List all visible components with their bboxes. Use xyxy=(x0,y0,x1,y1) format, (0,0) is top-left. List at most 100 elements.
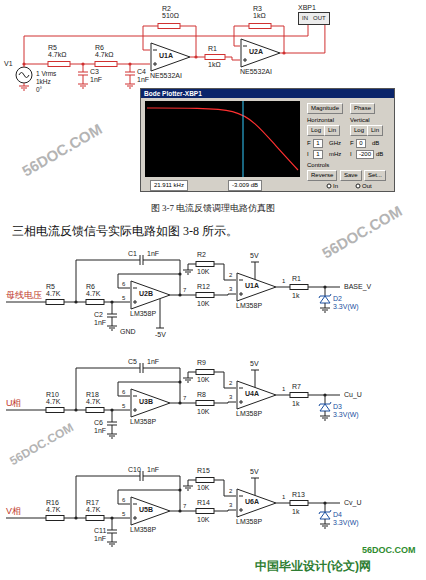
wire xyxy=(76,368,140,410)
part-label: R13 xyxy=(292,491,305,499)
ground-symbol xyxy=(23,90,25,91)
resistor-symbol xyxy=(86,300,104,305)
ground-label: GND xyxy=(120,328,136,336)
wire xyxy=(112,410,113,422)
part-value: 10K xyxy=(197,268,209,276)
wire xyxy=(276,395,290,396)
button-text: Lin xyxy=(328,127,336,134)
ground-symbol xyxy=(109,436,115,437)
watermark: 56DOC.COM xyxy=(19,120,105,180)
wire xyxy=(276,287,290,288)
bode-curve xyxy=(147,108,298,170)
junction-dot xyxy=(74,516,77,519)
part-label: R8 xyxy=(197,391,206,399)
wire xyxy=(325,303,326,308)
terminal xyxy=(327,184,331,188)
supply-line xyxy=(251,262,259,263)
part-label: D4 xyxy=(333,511,342,519)
pin-number: 3 xyxy=(229,394,232,401)
part-label: C3 xyxy=(90,68,99,76)
wire xyxy=(118,382,180,396)
resistor-symbol xyxy=(46,300,64,305)
part-value: 3.3V(W) xyxy=(333,303,359,311)
ac-source-symbol xyxy=(19,73,29,78)
wire xyxy=(188,264,196,270)
field-text: -3.009 dB xyxy=(232,182,258,189)
unit-label: dB xyxy=(376,151,383,158)
plot-cursor xyxy=(243,101,244,177)
ground-symbol xyxy=(185,272,191,273)
panel-label: I xyxy=(307,151,309,158)
part-label: R2 xyxy=(162,5,171,13)
ground-symbol xyxy=(185,380,191,381)
supply-line xyxy=(251,370,259,371)
ground-symbol xyxy=(183,486,193,487)
pin-number: 1 xyxy=(282,278,285,285)
button: Lin xyxy=(367,125,383,136)
part-value: 1nF xyxy=(94,319,106,327)
op-amp-symbol: U2ANE5532AI xyxy=(240,38,284,78)
button-text: Phase xyxy=(354,105,371,112)
window-body xyxy=(140,88,395,192)
part-value: 4.7kΩ xyxy=(48,51,66,59)
body-text: 三相电流反馈信号实际电路如图 3-8 所示。 xyxy=(12,225,238,239)
ground-symbol xyxy=(109,544,115,545)
op-amp-symbol: U3BLM358P xyxy=(130,388,174,428)
part-label: R14 xyxy=(197,499,210,507)
part-label: R9 xyxy=(197,359,206,367)
part-label: R6 xyxy=(86,283,95,291)
watermark: 56DOC.COM xyxy=(19,120,105,180)
part-value: 510Ω xyxy=(162,12,179,20)
wire xyxy=(6,410,46,411)
field-text: 21.911 kHz xyxy=(154,182,184,189)
input-label: U相 xyxy=(6,398,22,408)
part-label: R6 xyxy=(95,44,104,52)
part-value: 10K xyxy=(197,268,209,276)
part-label: LM358P xyxy=(236,518,280,526)
noninverting-mark xyxy=(241,292,242,296)
resistor-symbol xyxy=(290,501,308,506)
part-label: C10 xyxy=(128,466,141,474)
part-value: 10K xyxy=(197,516,209,524)
part-value: 4.7K xyxy=(86,290,100,298)
part-value: 1k xyxy=(292,508,299,516)
part-label: C11 xyxy=(94,527,106,535)
junction-dot xyxy=(74,408,77,411)
capacitor-symbol xyxy=(107,314,117,315)
ground-symbol xyxy=(111,438,113,439)
instrument-symbol: XBP1INOUT xyxy=(298,4,330,25)
part-label: D2 xyxy=(333,295,342,303)
part-label: U3B xyxy=(139,398,174,406)
resistor-symbol xyxy=(290,393,308,398)
part-value: 4.7kΩ xyxy=(95,51,113,59)
readout-box: -3.009 dB xyxy=(228,180,262,191)
wire xyxy=(76,476,140,518)
panel-label: Horizontal xyxy=(307,117,334,124)
part-label: D4 xyxy=(333,511,342,519)
ground-symbol xyxy=(320,416,330,417)
inverting-mark xyxy=(133,504,137,505)
ground-symbol xyxy=(80,86,86,87)
part-label: R16 xyxy=(46,499,59,507)
part-value: 3.3V(W) xyxy=(333,519,359,527)
part-label: C4 xyxy=(137,68,146,76)
supply-label: 5V xyxy=(250,252,259,260)
part-label: U4A xyxy=(245,390,280,398)
terminal-label: Out xyxy=(362,183,372,190)
ground-symbol xyxy=(183,270,193,271)
pin-number: 5 xyxy=(122,295,125,302)
ground-symbol xyxy=(107,542,117,543)
part-label: R1 xyxy=(292,275,301,283)
wire xyxy=(271,26,284,53)
junction-dot xyxy=(81,62,84,65)
ground-symbol xyxy=(107,434,117,435)
part-value: 4.7K xyxy=(46,290,60,298)
part-label: R15 xyxy=(197,467,210,475)
pin-number: 2 xyxy=(229,380,232,387)
part-label: R3 xyxy=(253,5,262,13)
part-value: 1k xyxy=(292,400,299,408)
plot-display xyxy=(145,101,300,177)
terminal-label: In xyxy=(333,183,338,190)
button: Set... xyxy=(364,170,386,181)
unit-label: mHz xyxy=(329,151,341,158)
